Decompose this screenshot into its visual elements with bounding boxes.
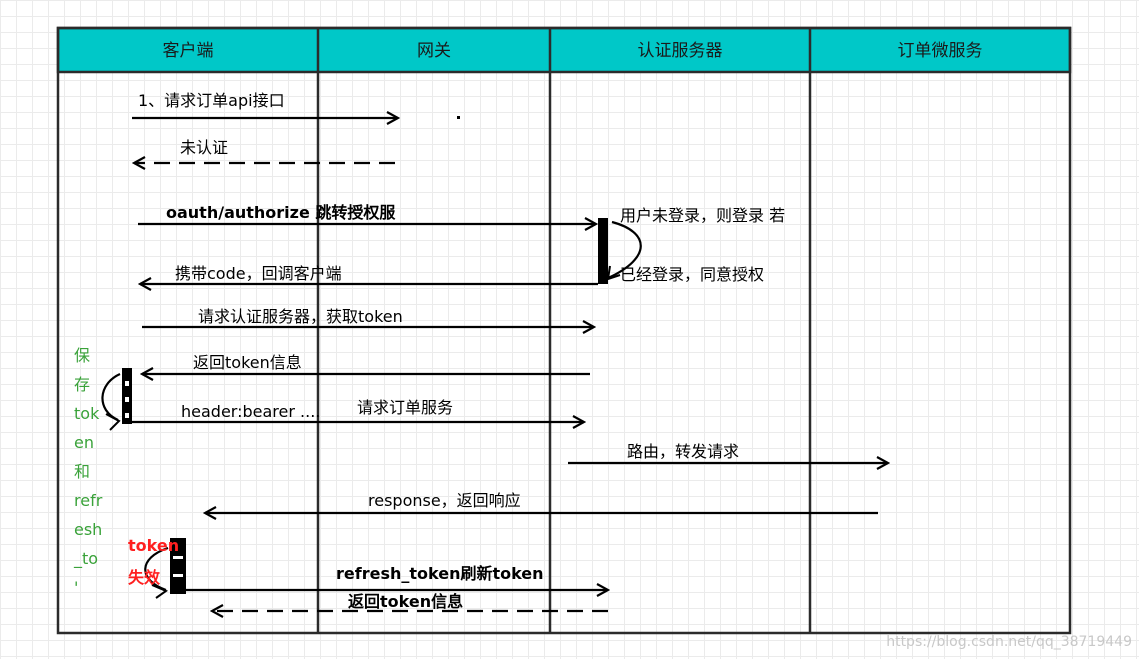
- note-save-tokens-line: 保: [74, 346, 90, 365]
- label-response: response，返回响应: [368, 491, 521, 510]
- bar-mark: [125, 397, 129, 402]
- label-unauthenticated: 未认证: [180, 138, 228, 157]
- label-request-token: 请求认证服务器，获取token: [198, 307, 403, 326]
- note-token-expired-line: token: [128, 536, 179, 555]
- label-header-bearer: header:bearer ....: [181, 402, 320, 421]
- lane-header-auth-server: 认证服务器: [638, 41, 723, 61]
- note-already-logged-in: 已经登录，同意授权: [620, 265, 764, 284]
- dot-mark: [457, 116, 460, 119]
- activation-bar-auth: [598, 218, 608, 284]
- bar-mark: [125, 413, 129, 418]
- note-save-tokens: 保存 tok en 和 refr esh _to ': [73, 346, 103, 597]
- activation-bar-client-save: [122, 368, 132, 424]
- note-save-tokens-line: ': [74, 578, 78, 597]
- note-save-tokens-line: 存: [74, 375, 90, 394]
- label-request-order-api: 1、请求订单api接口: [138, 91, 285, 110]
- label-request-order-service: 请求订单服务: [357, 398, 453, 417]
- self-loop-expired-arrowhead: [151, 584, 169, 599]
- lane-header-client: 客户端: [163, 41, 214, 61]
- label-route-forward: 路由，转发请求: [627, 442, 739, 461]
- bar-mark: [173, 574, 183, 577]
- lane-header-order-service: 订单微服务: [898, 41, 983, 61]
- activation-bar-client-expired: [170, 538, 186, 594]
- label-oauth-authorize: oauth/authorize 跳转授权服: [166, 203, 396, 222]
- diagram-frame: [56, 26, 1072, 635]
- note-save-tokens-line: tok: [74, 404, 100, 423]
- label-callback-with-code: 携带code，回调客户端: [175, 264, 342, 283]
- label-refresh-token: refresh_token刷新token: [336, 564, 544, 583]
- label-return-token: 返回token信息: [193, 353, 302, 372]
- self-loop-save-arrowhead: [105, 413, 121, 431]
- bar-mark: [125, 381, 129, 386]
- note-token-expired-line: 失效: [128, 568, 160, 587]
- self-loop-save-token: [101, 372, 121, 422]
- note-save-tokens-line: en: [74, 433, 94, 452]
- bar-mark: [173, 556, 183, 559]
- label-return-new-token: 返回token信息: [348, 592, 463, 611]
- note-user-not-logged-in: 用户未登录，则登录 若: [620, 206, 785, 225]
- note-save-tokens-line: refr: [74, 491, 103, 510]
- watermark: https://blog.csdn.net/qq_38719449: [886, 634, 1132, 650]
- self-loop-arrowhead: [606, 265, 621, 281]
- note-save-tokens-line: esh: [74, 520, 102, 539]
- note-token-expired: token 失效: [128, 536, 179, 587]
- note-save-tokens-line: _to: [73, 549, 98, 569]
- self-loop-token-expired: [144, 546, 169, 592]
- self-loop-auth: [607, 220, 642, 280]
- lane-header-gateway: 网关: [417, 41, 451, 61]
- note-save-tokens-line: 和: [74, 462, 90, 481]
